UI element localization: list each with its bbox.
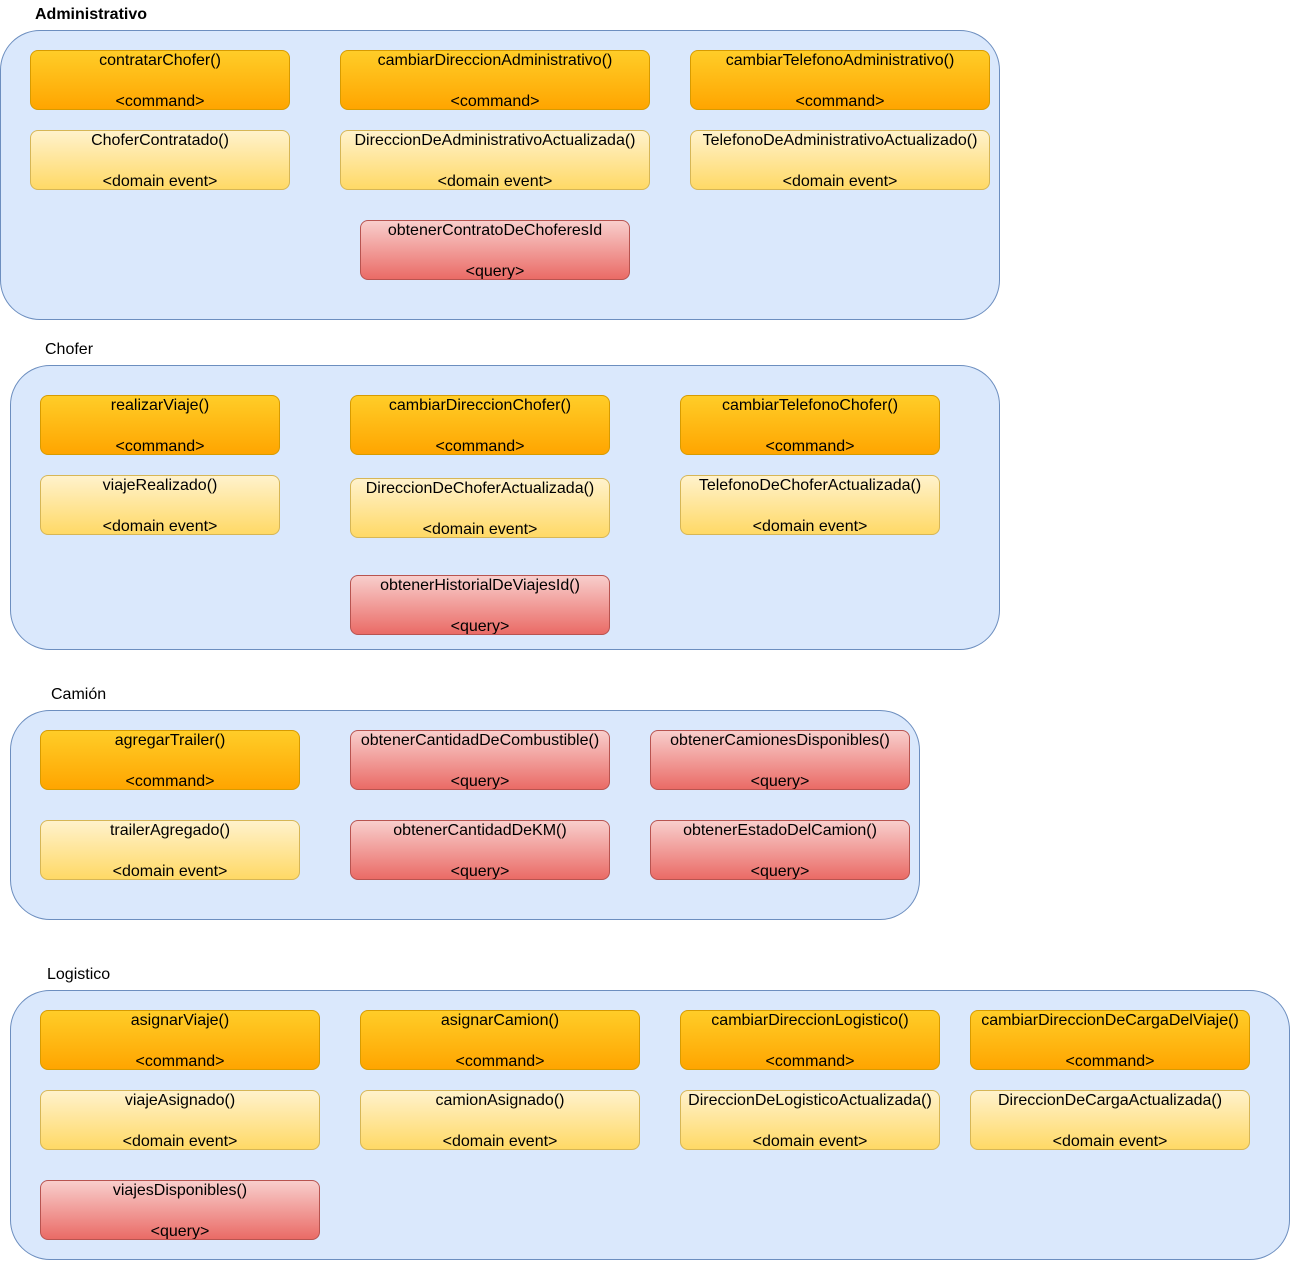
card-label: DireccionDeCargaActualizada(): [997, 1092, 1223, 1109]
command-card[interactable]: cambiarTelefonoChofer() <command>: [680, 395, 940, 455]
command-card[interactable]: cambiarDireccionChofer() <command>: [350, 395, 610, 455]
command-card[interactable]: cambiarTelefonoAdministrativo() <command…: [690, 50, 990, 110]
command-card[interactable]: cambiarDireccionDeCargaDelViaje() <comma…: [970, 1010, 1250, 1070]
card-kind: <query>: [450, 773, 510, 790]
command-card[interactable]: cambiarDireccionAdministrativo() <comman…: [340, 50, 650, 110]
card-label: DireccionDeChoferActualizada(): [365, 480, 595, 497]
card-kind: <command>: [765, 438, 855, 455]
card-kind: <query>: [750, 773, 810, 790]
card-label: obtenerCamionesDisponibles(): [670, 732, 890, 749]
card-label: viajeRealizado(): [102, 477, 218, 494]
card-label: asignarCamion(): [440, 1012, 560, 1029]
card-label: obtenerEstadoDelCamion(): [683, 822, 877, 839]
card-label: ChoferContratado(): [91, 132, 229, 149]
command-card[interactable]: asignarViaje() <command>: [40, 1010, 320, 1070]
command-card[interactable]: agregarTrailer() <command>: [40, 730, 300, 790]
card-kind: <command>: [450, 93, 540, 110]
card-label: camionAsignado(): [435, 1092, 565, 1109]
card-label: asignarViaje(): [130, 1012, 230, 1029]
card-label: cambiarDireccionChofer(): [388, 397, 572, 414]
command-card[interactable]: realizarViaje() <command>: [40, 395, 280, 455]
query-card[interactable]: viajesDisponibles() <query>: [40, 1180, 320, 1240]
card-label: cambiarDireccionAdministrativo(): [377, 52, 613, 69]
card-label: DireccionDeLogisticoActualizada(): [688, 1092, 932, 1109]
command-card[interactable]: asignarCamion() <command>: [360, 1010, 640, 1070]
domain-event-card[interactable]: trailerAgregado() <domain event>: [40, 820, 300, 880]
card-label: contratarChofer(): [99, 52, 221, 69]
card-kind: <command>: [435, 438, 525, 455]
card-kind: <query>: [465, 263, 525, 280]
card-label: viajesDisponibles(): [112, 1182, 248, 1199]
card-kind: <domain event>: [122, 1133, 238, 1150]
card-kind: <query>: [150, 1223, 210, 1240]
card-label: DireccionDeAdministrativoActualizada(): [354, 132, 636, 149]
card-label: cambiarDireccionDeCargaDelViaje(): [981, 1012, 1239, 1029]
query-card[interactable]: obtenerCantidadDeCombustible() <query>: [350, 730, 610, 790]
group-title-administrativo: Administrativo: [35, 6, 148, 23]
card-label: obtenerCantidadDeCombustible(): [360, 732, 600, 749]
group-title-camion: Camión: [51, 686, 107, 703]
card-label: cambiarTelefonoAdministrativo(): [725, 52, 955, 69]
card-kind: <command>: [115, 93, 205, 110]
card-kind: <command>: [455, 1053, 545, 1070]
domain-event-card[interactable]: TelefonoDeChoferActualizada() <domain ev…: [680, 475, 940, 535]
card-kind: <command>: [795, 93, 885, 110]
card-label: cambiarDireccionLogistico(): [711, 1012, 909, 1029]
card-kind: <command>: [115, 438, 205, 455]
domain-event-card[interactable]: TelefonoDeAdministrativoActualizado() <d…: [690, 130, 990, 190]
command-card[interactable]: contratarChofer() <command>: [30, 50, 290, 110]
card-kind: <command>: [135, 1053, 225, 1070]
card-kind: <domain event>: [112, 863, 228, 880]
card-kind: <domain event>: [752, 1133, 868, 1150]
domain-event-card[interactable]: viajeAsignado() <domain event>: [40, 1090, 320, 1150]
domain-event-card[interactable]: DireccionDeChoferActualizada() <domain e…: [350, 478, 610, 538]
card-label: obtenerContratoDeChoferesId: [387, 222, 603, 239]
card-kind: <command>: [1065, 1053, 1155, 1070]
card-kind: <domain event>: [782, 173, 898, 190]
card-label: TelefonoDeChoferActualizada(): [698, 477, 922, 494]
card-kind: <command>: [125, 773, 215, 790]
card-kind: <domain event>: [102, 173, 218, 190]
card-label: obtenerCantidadDeKM(): [393, 822, 567, 839]
card-kind: <domain event>: [442, 1133, 558, 1150]
card-kind: <domain event>: [752, 518, 868, 535]
card-label: realizarViaje(): [110, 397, 210, 414]
query-card[interactable]: obtenerCantidadDeKM() <query>: [350, 820, 610, 880]
domain-event-card[interactable]: viajeRealizado() <domain event>: [40, 475, 280, 535]
card-kind: <query>: [750, 863, 810, 880]
card-label: agregarTrailer(): [114, 732, 226, 749]
domain-event-card[interactable]: ChoferContratado() <domain event>: [30, 130, 290, 190]
domain-event-card[interactable]: DireccionDeLogisticoActualizada() <domai…: [680, 1090, 940, 1150]
query-card[interactable]: obtenerHistorialDeViajesId() <query>: [350, 575, 610, 635]
card-label: viajeAsignado(): [124, 1092, 236, 1109]
card-label: cambiarTelefonoChofer(): [721, 397, 899, 414]
card-label: TelefonoDeAdministrativoActualizado(): [702, 132, 978, 149]
query-card[interactable]: obtenerContratoDeChoferesId <query>: [360, 220, 630, 280]
domain-event-card[interactable]: DireccionDeAdministrativoActualizada() <…: [340, 130, 650, 190]
card-kind: <domain event>: [102, 518, 218, 535]
card-label: obtenerHistorialDeViajesId(): [380, 577, 580, 594]
card-kind: <domain event>: [422, 521, 538, 538]
card-kind: <command>: [765, 1053, 855, 1070]
group-title-chofer: Chofer: [45, 341, 94, 358]
card-kind: <query>: [450, 863, 510, 880]
group-title-logistico: Logistico: [47, 966, 111, 983]
command-card[interactable]: cambiarDireccionLogistico() <command>: [680, 1010, 940, 1070]
domain-event-card[interactable]: DireccionDeCargaActualizada() <domain ev…: [970, 1090, 1250, 1150]
card-kind: <domain event>: [437, 173, 553, 190]
card-kind: <query>: [450, 618, 510, 635]
card-kind: <domain event>: [1052, 1133, 1168, 1150]
domain-event-card[interactable]: camionAsignado() <domain event>: [360, 1090, 640, 1150]
query-card[interactable]: obtenerEstadoDelCamion() <query>: [650, 820, 910, 880]
card-label: trailerAgregado(): [109, 822, 231, 839]
query-card[interactable]: obtenerCamionesDisponibles() <query>: [650, 730, 910, 790]
